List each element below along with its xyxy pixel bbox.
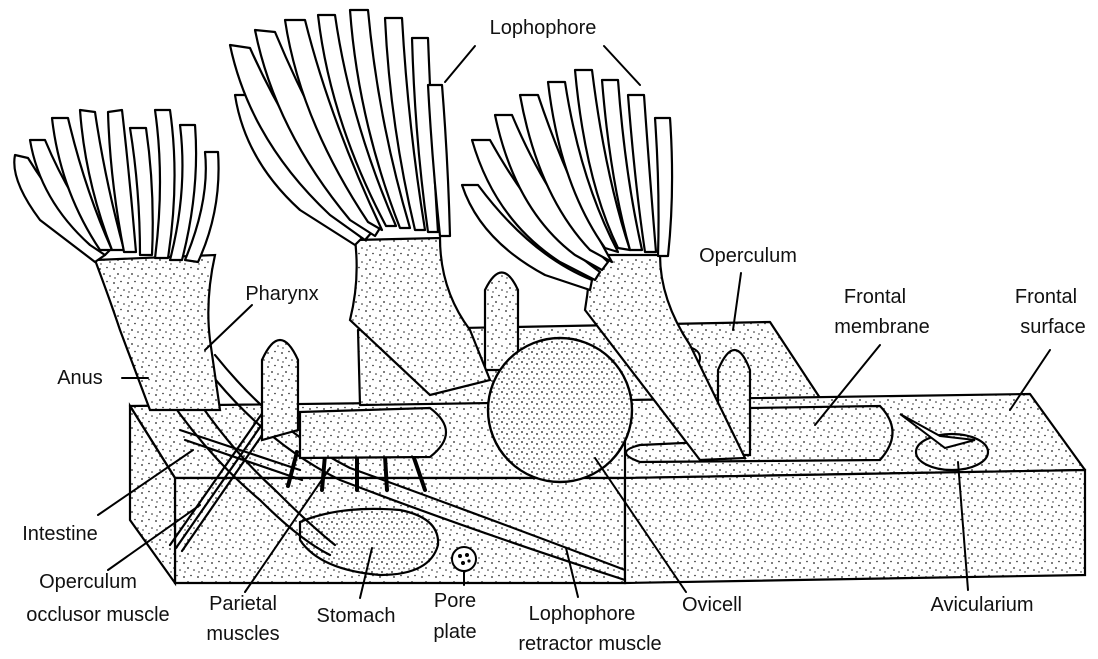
label-anus: Anus <box>57 367 103 389</box>
label-occlusor-1: Operculum <box>39 571 137 593</box>
ovicell-shape <box>488 338 632 482</box>
label-lophophore: Lophophore <box>490 17 597 39</box>
label-retractor-1: Lophophore <box>529 603 636 625</box>
label-occlusor-2: occlusor muscle <box>26 604 169 626</box>
label-pore-2: plate <box>433 621 476 643</box>
label-avicularium: Avicularium <box>931 594 1034 616</box>
label-pharynx: Pharynx <box>245 283 318 305</box>
label-ovicell: Ovicell <box>682 594 742 616</box>
leader-lophophore-left <box>445 46 475 82</box>
label-parietal-2: muscles <box>206 623 279 645</box>
label-frontal-membrane-2: membrane <box>834 316 930 338</box>
label-frontal-surface-1: Frontal <box>1015 286 1077 308</box>
right-zooid-front <box>625 470 1085 583</box>
pore-plate-shape <box>452 547 476 571</box>
operculum-left <box>262 340 298 440</box>
label-retractor-2: retractor muscle <box>518 633 661 655</box>
label-intestine: Intestine <box>22 523 98 545</box>
leader-operculum <box>733 273 741 330</box>
label-operculum: Operculum <box>699 245 797 267</box>
label-stomach: Stomach <box>317 605 396 627</box>
left-lophophore <box>14 110 220 410</box>
retracted-polypide <box>300 408 446 458</box>
label-pore-1: Pore <box>434 590 476 612</box>
label-frontal-membrane-1: Frontal <box>844 286 906 308</box>
leader-pharynx <box>205 305 252 350</box>
label-parietal-1: Parietal <box>209 593 277 615</box>
label-frontal-surface-2: surface <box>1020 316 1086 338</box>
